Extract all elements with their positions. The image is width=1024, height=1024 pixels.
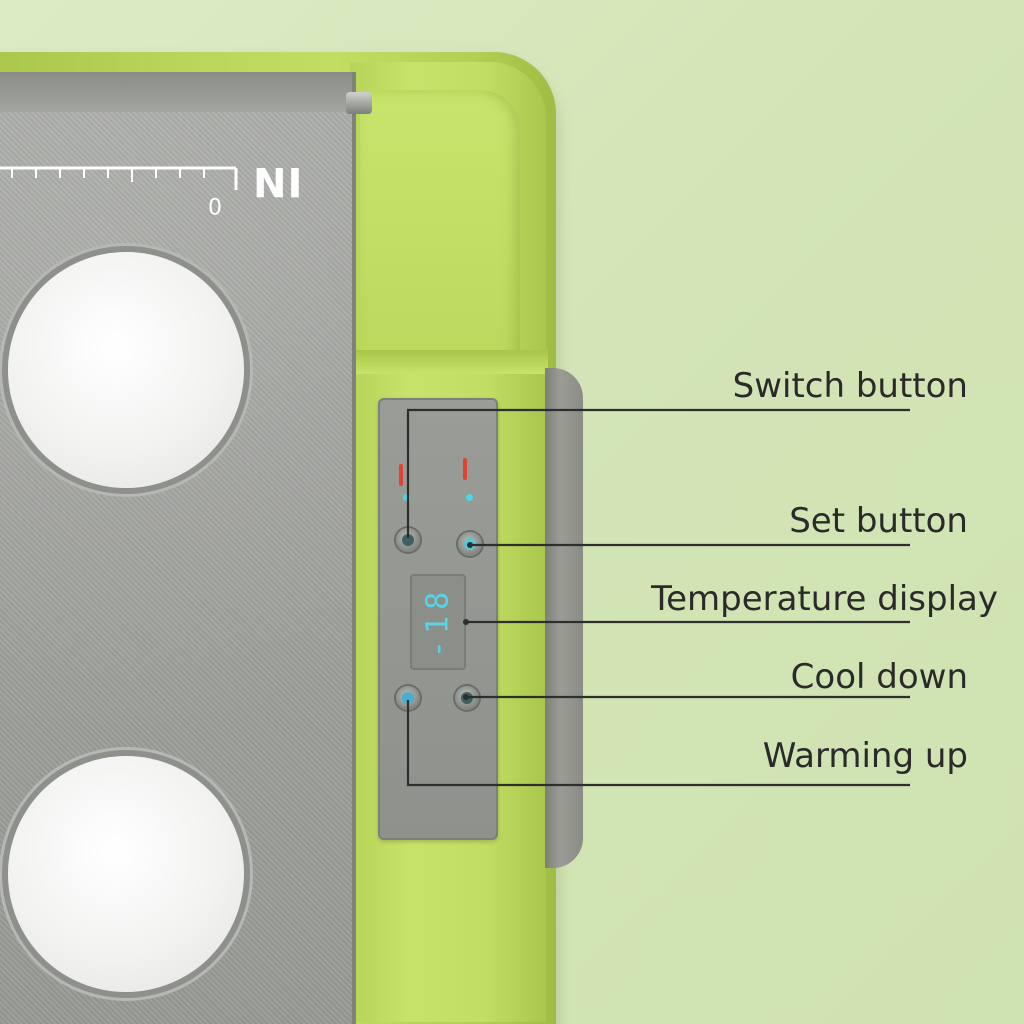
temperature-reading: -18 <box>420 585 456 659</box>
set-button[interactable] <box>458 532 482 556</box>
scale-zero-mark: 0 <box>208 192 222 217</box>
warming-up-button[interactable] <box>396 686 420 710</box>
callout-warming-up: Warming up <box>762 736 968 776</box>
callout-set-button: Set button <box>789 501 968 541</box>
power-icon <box>402 534 414 546</box>
callout-cool-down: Cool down <box>790 657 968 697</box>
fridge-upper-bevel <box>360 90 520 360</box>
hinge-pin <box>346 92 372 114</box>
scale-unit-label: IN <box>252 158 303 204</box>
arrow-up-icon <box>402 692 414 704</box>
set-icon <box>464 538 476 550</box>
callout-temperature-display: Temperature display <box>651 579 998 619</box>
fridge-ledge <box>352 350 548 374</box>
switch-button[interactable] <box>396 528 420 552</box>
bottle-cap-bottom <box>8 756 244 992</box>
switch-indicator-dot <box>403 494 410 501</box>
arrow-down-icon <box>461 692 473 704</box>
switch-indicator-red <box>399 464 403 486</box>
bottle-cap-top <box>8 252 244 488</box>
fridge-handle <box>545 368 583 868</box>
measuring-scale <box>0 166 238 190</box>
set-indicator-dot <box>466 494 473 501</box>
callout-switch-button: Switch button <box>732 366 968 406</box>
lid-top-strip <box>0 72 352 112</box>
temperature-display <box>410 574 466 670</box>
set-indicator-red <box>463 458 467 480</box>
cool-down-button[interactable] <box>455 686 479 710</box>
